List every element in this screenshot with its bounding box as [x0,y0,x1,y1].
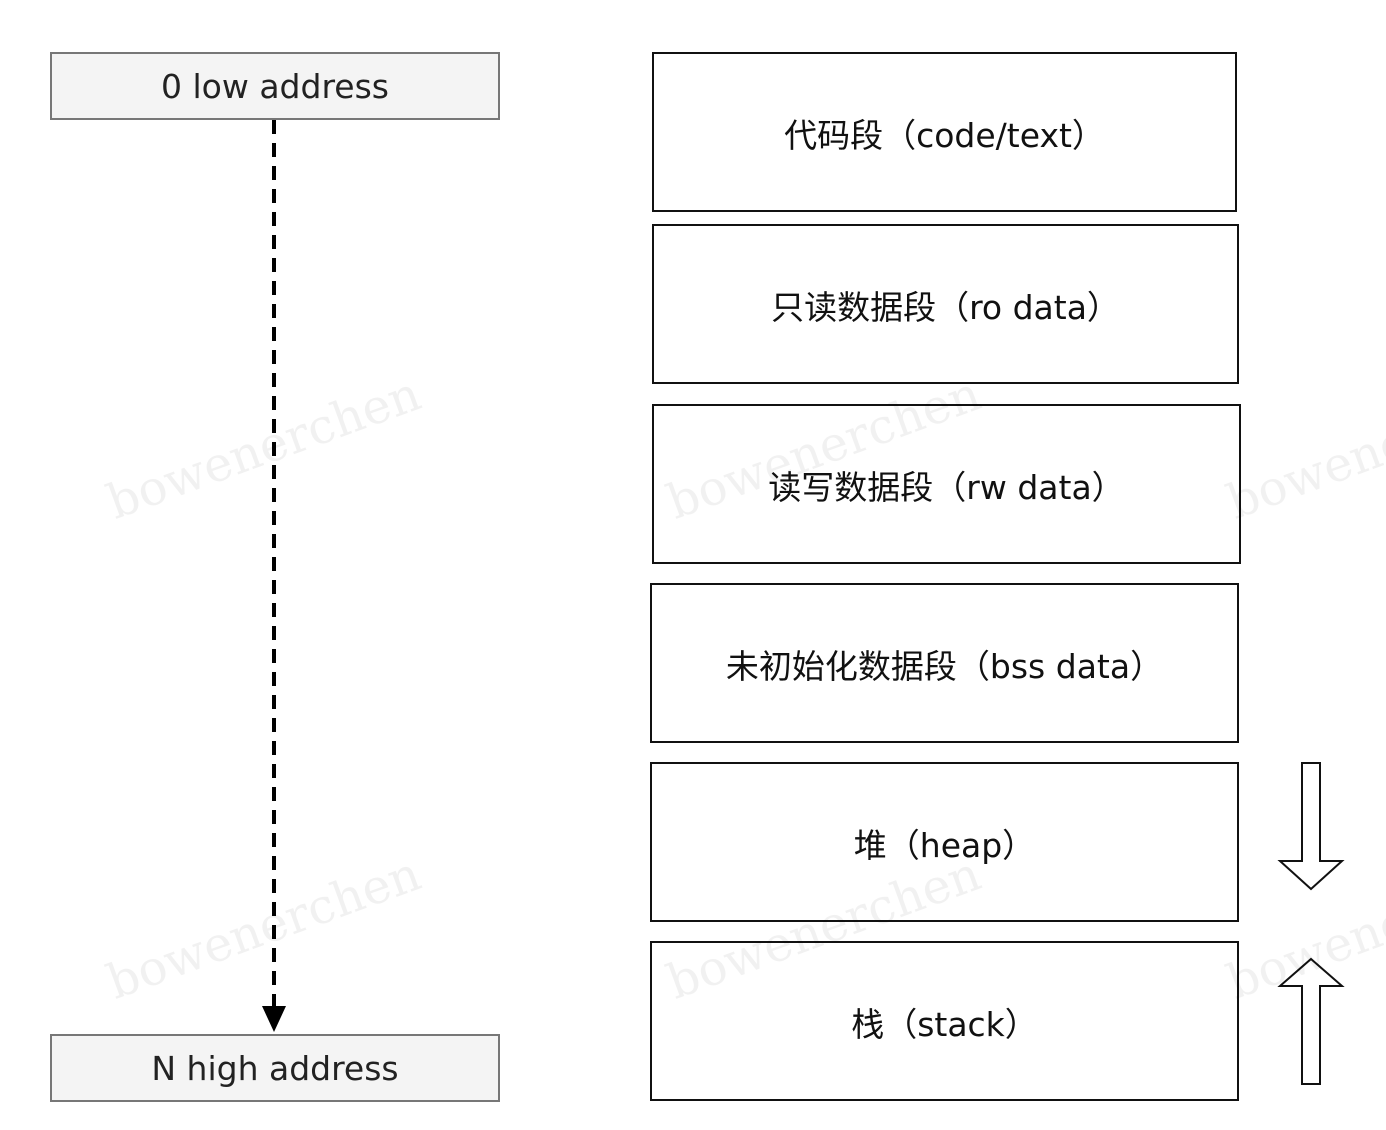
bss-data-segment-label: 未初始化数据段（bss data） [725,647,1164,686]
read-write-data-segment-label: 读写数据段（rw data） [768,468,1125,507]
bss-data-segment: 未初始化数据段（bss data） [650,583,1239,743]
code-text-segment: 代码段（code/text） [652,52,1237,212]
hollow-down-arrow-icon [1277,762,1345,891]
code-text-segment-label: 代码段（code/text） [784,116,1105,155]
stack-segment-label: 栈（stack） [851,1005,1038,1044]
heap-segment-label: 堆（heap） [853,826,1036,865]
stack-segment: 栈（stack） [650,941,1239,1101]
low-address-box: 0 low address [50,52,500,120]
heap-segment: 堆（heap） [650,762,1239,922]
high-address-box: N high address [50,1034,500,1102]
read-only-data-segment-label: 只读数据段（ro data） [771,288,1120,327]
read-write-data-segment: 读写数据段（rw data） [652,404,1241,564]
dashed-down-arrow-icon [262,1006,286,1032]
hollow-up-arrow-icon [1277,957,1345,1085]
high-address-label: N high address [151,1048,399,1088]
low-address-label: 0 low address [161,66,389,106]
read-only-data-segment: 只读数据段（ro data） [652,224,1239,384]
